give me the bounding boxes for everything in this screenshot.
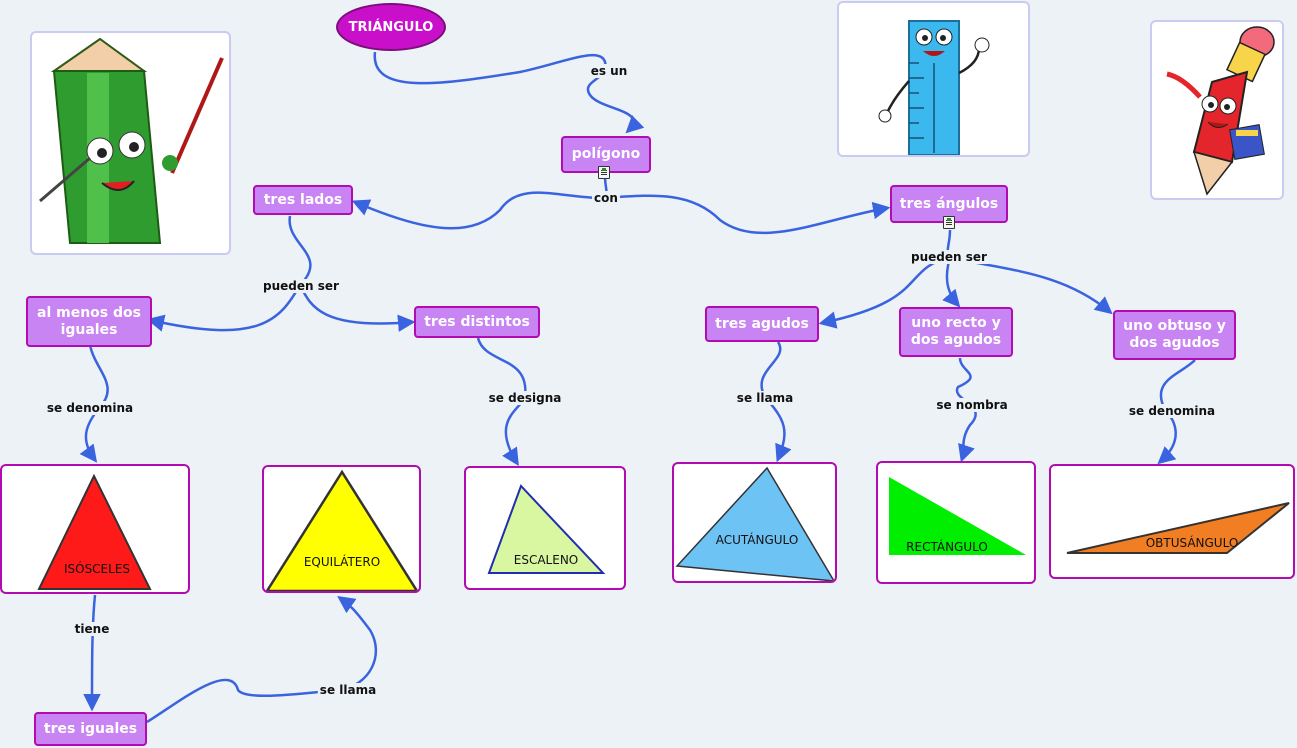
node-tres-lados[interactable]: tres lados [253,185,353,215]
card-equilatero[interactable]: EQUILÁTERO [262,465,421,593]
link-label-se-nombra: se nombra [934,398,1010,412]
card-acutangulo[interactable]: ACUTÁNGULO [672,462,837,583]
acutangulo-triangle-shape [675,466,835,581]
card-obtusangulo[interactable]: OBTUSÁNGULO [1049,464,1295,579]
rectangulo-triangle-shape [889,477,1026,555]
obtusangulo-triangle-shape [1066,502,1290,554]
note-icon[interactable] [598,166,610,179]
link-label-pueden-ser-angulos: pueden ser [909,250,989,264]
node-uno-recto-dos-agudos[interactable]: uno recto y dos agudos [899,307,1013,357]
label-obtusangulo: OBTUSÁNGULO [1145,536,1239,550]
card-isosceles[interactable]: ISÓSCELES [0,464,190,594]
node-triangulo[interactable]: TRIÁNGULO [336,3,446,51]
pencil-teacher-icon [39,37,224,244]
node-al-menos-dos-iguales[interactable]: al menos dos iguales [26,296,152,347]
note-icon[interactable] [943,216,955,229]
node-tres-agudos[interactable]: tres agudos [705,306,819,342]
link-label-se-llama-2: se llama [317,683,379,697]
escaleno-triangle-shape [487,484,606,574]
pencil-teacher-card[interactable] [30,31,231,255]
ruler-mascot-card[interactable] [837,1,1030,157]
card-escaleno[interactable]: ESCALENO [464,466,626,590]
isosceles-triangle-shape [37,473,152,590]
pencil-mascot-card[interactable] [1150,20,1284,200]
label-equilatero: EQUILÁTERO [303,555,381,569]
link-label-es-un: es un [588,64,630,78]
label-isosceles: ISÓSCELES [63,562,131,576]
link-label-tiene: tiene [72,622,112,636]
ruler-mascot-icon [878,20,990,155]
link-label-se-denomina-2: se denomina [1126,404,1218,418]
card-rectangulo[interactable]: RECTÁNGULO [876,461,1036,584]
link-label-se-denomina-1: se denomina [44,401,136,415]
pencil-mascot-icon [1166,26,1275,196]
link-label-se-llama-1: se llama [734,391,796,405]
label-escaleno: ESCALENO [513,553,579,567]
label-rectangulo: RECTÁNGULO [906,540,988,554]
node-uno-obtuso-dos-agudos[interactable]: uno obtuso y dos agudos [1113,310,1236,360]
link-label-se-designa: se designa [486,391,564,405]
link-label-con: con [592,191,620,205]
link-label-pueden-ser-lados: pueden ser [261,279,341,293]
node-tres-iguales[interactable]: tres iguales [34,712,147,746]
node-tres-distintos[interactable]: tres distintos [414,306,540,338]
equilatero-triangle-shape [265,469,419,591]
label-acutangulo: ACUTÁNGULO [715,533,799,547]
